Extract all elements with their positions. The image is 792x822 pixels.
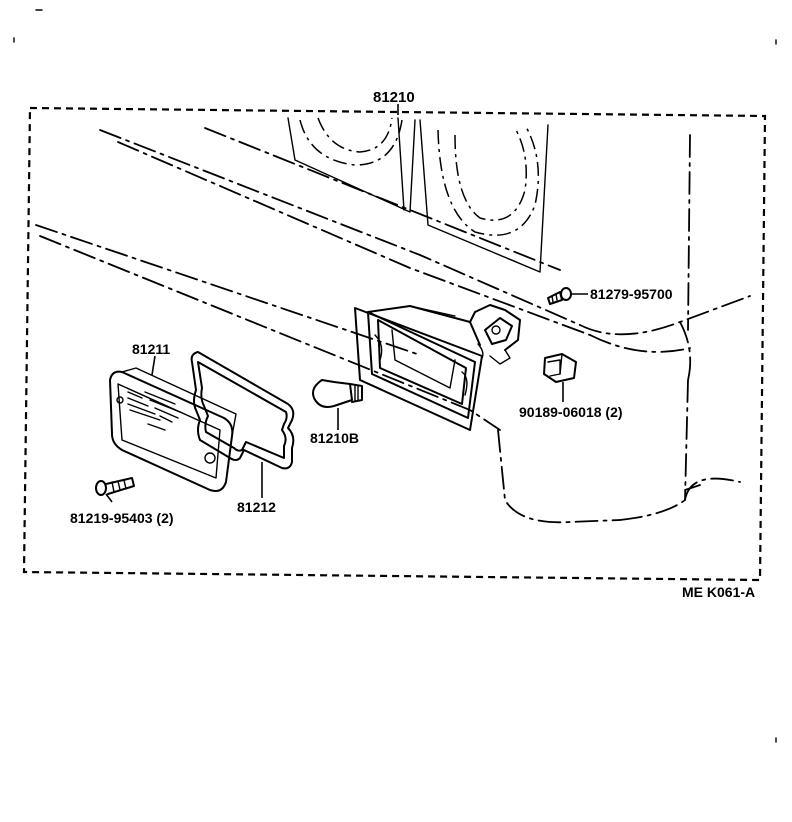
- scan-marks: [13, 9, 777, 743]
- assembly-label: 81210: [373, 89, 415, 106]
- part-label-81210B: 81210B: [310, 430, 359, 446]
- assembly-boundary: [22, 106, 767, 582]
- lens-ribs: [127, 391, 181, 431]
- part-label-81279-95700: 81279-95700: [590, 286, 673, 302]
- part-label-81219-95403: 81219-95403 (2): [70, 510, 174, 526]
- housing-screw: [547, 287, 572, 305]
- bulb: [312, 379, 363, 408]
- lamp-housing: [354, 304, 521, 431]
- lamp-lens: [109, 367, 237, 492]
- reference-code: ME K061-A: [682, 584, 755, 600]
- vehicle-body-outline: [35, 117, 751, 524]
- part-labels: 81210 81211 81212 81210B 81279-95700 901…: [70, 89, 755, 600]
- part-label-90189-06018: 90189-06018 (2): [519, 404, 623, 420]
- clip-nut: [543, 353, 577, 383]
- leader-lines: [105, 104, 588, 503]
- part-label-81212: 81212: [237, 499, 276, 515]
- part-label-81211: 81211: [132, 341, 170, 357]
- gasket: [190, 351, 295, 470]
- lens-screw: [95, 477, 135, 496]
